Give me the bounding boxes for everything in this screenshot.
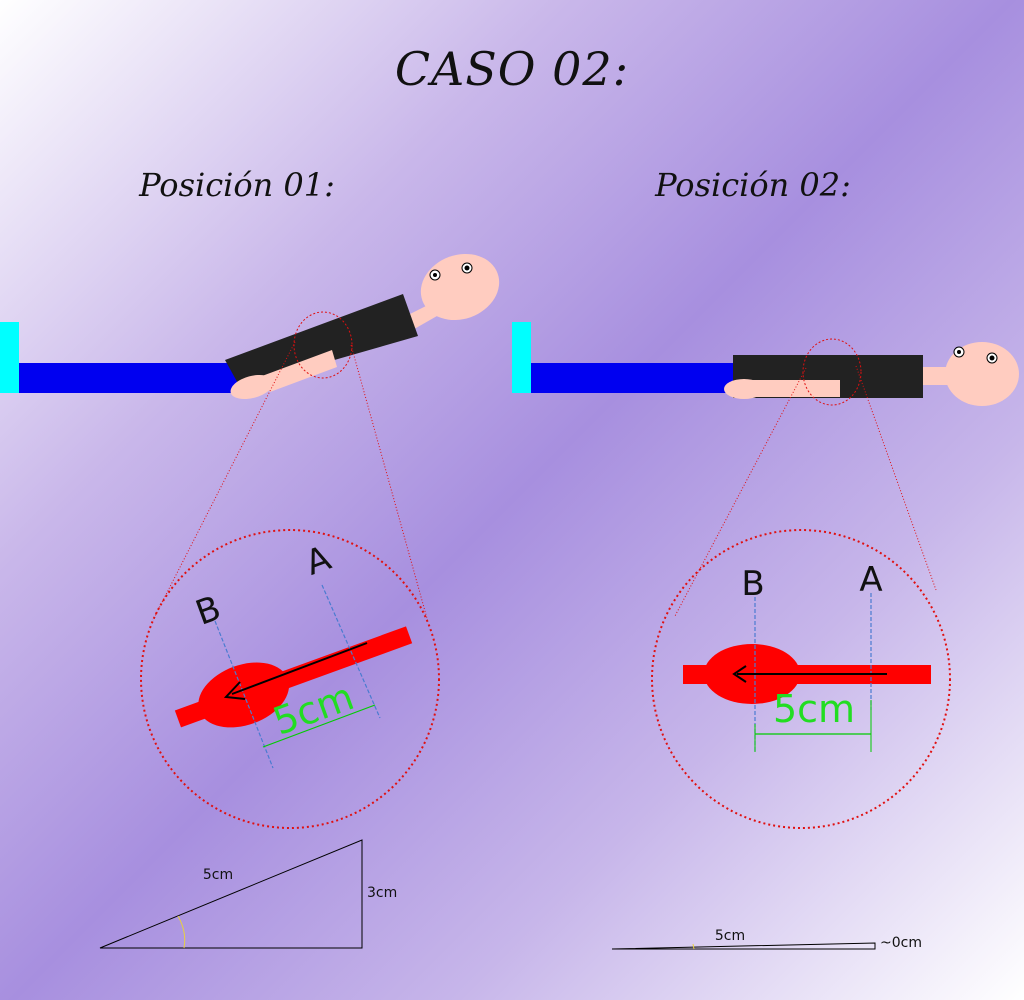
hypotenuse-label: 5cm <box>715 928 745 944</box>
point-a-label: A <box>301 538 337 584</box>
point-a-label: A <box>859 560 882 600</box>
position-2-heading: Posición 02: <box>655 166 851 204</box>
page-title: CASO 02: <box>394 42 630 96</box>
arrow-head-icon <box>732 665 747 683</box>
bed-right <box>531 363 751 393</box>
opposite-label: 3cm <box>367 885 397 901</box>
bed-left <box>19 363 249 393</box>
guide-line-b <box>214 620 274 769</box>
position-1-scene: B A 5cm 5cm 3cm <box>0 253 500 949</box>
headboard-right <box>512 322 531 393</box>
point-b-label: B <box>741 564 764 604</box>
guide-line-a <box>321 584 381 719</box>
hand <box>724 379 764 399</box>
zoom-line <box>350 344 429 623</box>
position-1-heading: Posición 01: <box>139 166 335 204</box>
arm <box>752 380 840 397</box>
opposite-label: ~0cm <box>880 935 922 951</box>
hand <box>230 374 274 400</box>
arrow-head-icon <box>223 681 246 700</box>
triangle-right: 5cm ~0cm <box>611 928 922 951</box>
point-b-label: B <box>191 588 227 634</box>
angle-arc <box>692 943 695 950</box>
movement-arrow <box>231 642 368 695</box>
head <box>420 253 500 321</box>
zoom-circle-left <box>140 529 440 829</box>
zoom-line <box>152 341 296 621</box>
zoom-circle-right <box>651 529 951 829</box>
torso-shirt <box>225 294 418 387</box>
measure-line <box>262 704 376 748</box>
neck <box>918 367 950 385</box>
focus-circle-right <box>802 338 862 406</box>
patient-flat <box>724 342 1019 406</box>
head <box>945 342 1019 406</box>
patient-inclined <box>225 253 500 400</box>
angle-arc <box>177 915 186 949</box>
hypotenuse-label: 5cm <box>203 867 233 883</box>
position-2-scene: B A 5cm 5cm ~0cm <box>512 322 1019 951</box>
zoom-line <box>855 365 937 591</box>
arm <box>262 350 337 392</box>
triangle-left: 5cm 3cm <box>99 839 397 949</box>
headboard-left <box>0 322 19 393</box>
distance-label: 5cm <box>773 687 855 731</box>
